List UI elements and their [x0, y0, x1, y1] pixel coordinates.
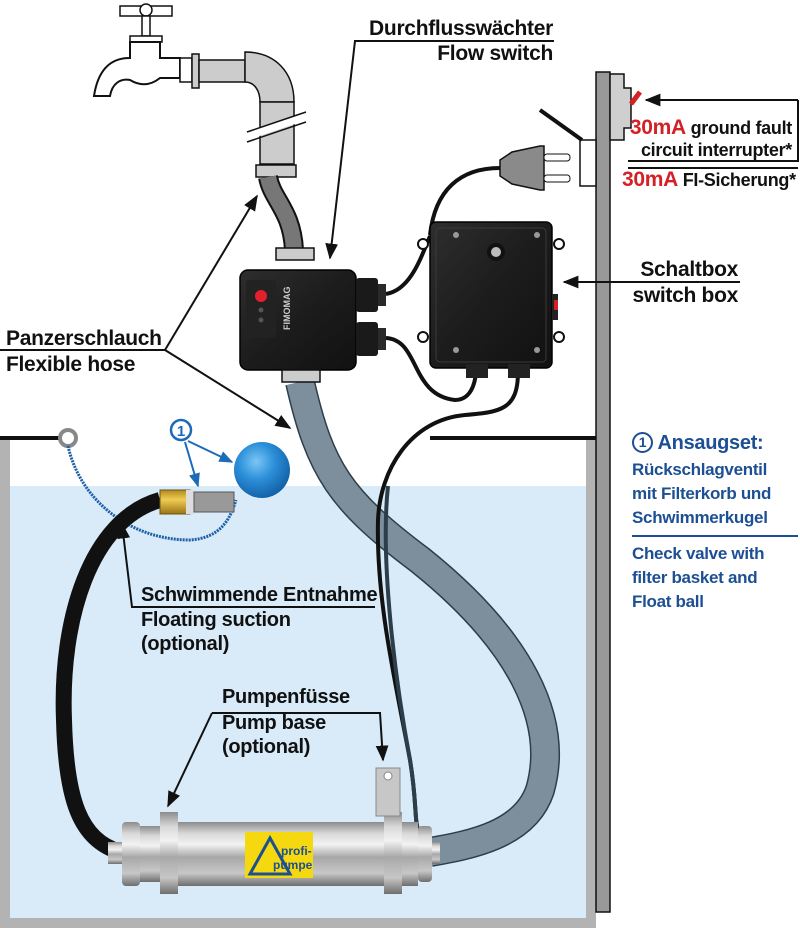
suction-set-en-3: Float ball [632, 592, 704, 611]
wall-socket-icon [538, 108, 597, 187]
faucet-icon [92, 3, 200, 97]
suction-set-en-1: Check valve with [632, 535, 798, 562]
floating-suction-label: Schwimmende Entnahme Floating suction (o… [141, 584, 378, 655]
flow-switch-brand: FIMOMAG [282, 287, 292, 331]
flexible-hose-label-en: Flexible hose [6, 353, 136, 376]
suction-set-title: Ansaugset: [657, 432, 764, 454]
chain-anchor-ring [58, 428, 78, 448]
switch-box-label: Schaltbox switch box [610, 259, 738, 306]
tank-wall-left [0, 437, 10, 928]
suction-set-de-1: Rückschlagventil [632, 460, 768, 479]
fi-en-text-2: circuit interrupter* [640, 140, 792, 160]
fi-de-value: 30mA [622, 168, 678, 191]
flexible-hose-label-de: Panzerschlauch [6, 327, 162, 350]
switch-box-icon [417, 221, 565, 378]
suction-set-en-2: filter basket and [632, 568, 758, 587]
wall-post [595, 71, 611, 913]
tank-floor [0, 918, 596, 928]
suction-set-marker: 1 [632, 432, 653, 453]
pump-base-label-de: Pumpenfüsse [222, 686, 350, 708]
suction-set-de-2: mit Filterkorb und [632, 484, 772, 503]
fi-switch-label: 30mA ground fault circuit interrupter* 3… [622, 116, 796, 191]
switch-box-label-de: Schaltbox [640, 258, 738, 281]
suction-set-de-3: Schwimmerkugel [632, 508, 768, 527]
floating-suction-label-de: Schwimmende Entnahme [141, 584, 378, 606]
flow-switch-icon: FIMOMAG [239, 269, 386, 383]
pipe-elbow-icon [198, 51, 308, 178]
floating-suction-label-en: Floating suction [141, 609, 291, 631]
flexible-hose-label: Panzerschlauch Flexible hose [6, 328, 162, 375]
flow-switch-label-de: Durchflusswächter [369, 17, 553, 40]
submersible-pump-icon: profi- pumpe [108, 767, 440, 894]
power-plug-icon [428, 145, 571, 236]
brand-line-1: profi- [281, 844, 312, 858]
pump-base-label: Pumpenfüsse Pump base (optional) [222, 687, 350, 757]
callout-marker [169, 418, 193, 442]
check-valve-icon [159, 489, 191, 515]
pump-base-label-note: (optional) [222, 736, 311, 758]
suction-hose [55, 492, 163, 860]
flow-switch-label-en: Flow switch [437, 42, 553, 65]
suction-set-legend: 1 Ansaugset: Rückschlagventil mit Filter… [632, 432, 798, 610]
cable-flow-switch-out [385, 336, 478, 403]
brand-line-2: pumpe [273, 858, 313, 872]
flow-switch-label: Durchflusswächter Flow switch [355, 18, 553, 64]
fi-de-text: FI-Sicherung* [682, 170, 796, 190]
fi-breaker-icon [609, 73, 642, 141]
callout-marker-number: 1 [177, 423, 185, 440]
flexible-hose [285, 378, 560, 867]
float-chain [66, 445, 238, 542]
filter-basket-icon [193, 491, 235, 513]
float-assembly: 1 [55, 418, 290, 860]
float-ball-icon [234, 442, 290, 498]
pump-base-label-en: Pump base [222, 712, 326, 734]
fi-en-value: 30mA [629, 116, 686, 139]
floating-suction-label-note: (optional) [141, 633, 230, 655]
fi-en-text-1: ground fault [690, 118, 793, 138]
brand-logo: profi- pumpe [245, 832, 313, 878]
switch-box-label-en: switch box [632, 284, 738, 307]
leader-lines [0, 40, 799, 808]
tank-wall-right [586, 440, 596, 928]
